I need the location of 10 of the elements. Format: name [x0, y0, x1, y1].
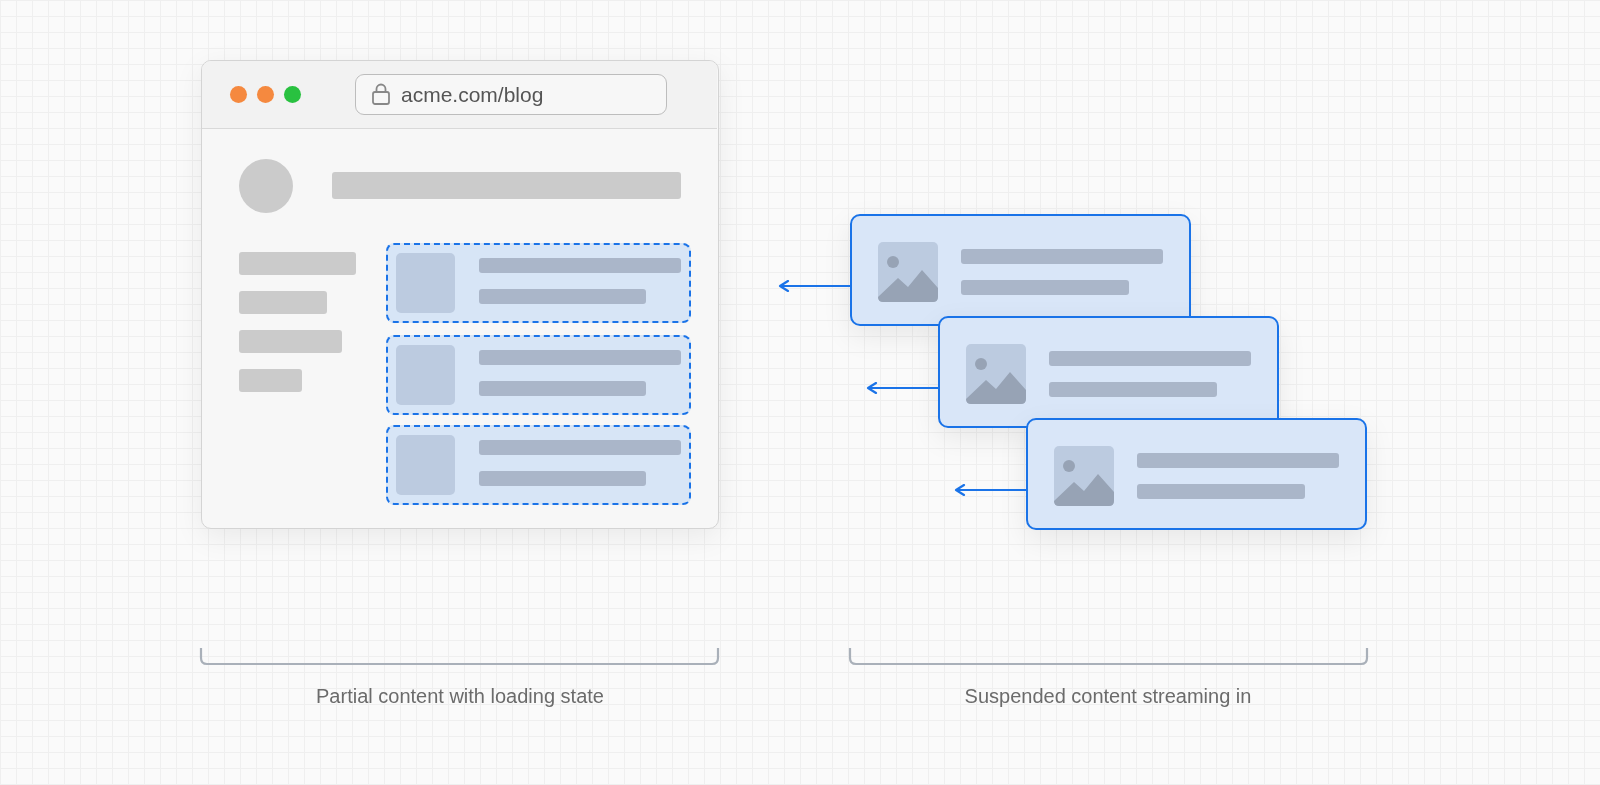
arrow — [954, 483, 1026, 497]
content-card — [850, 214, 1191, 326]
arrow — [866, 381, 938, 395]
arrow — [778, 279, 850, 293]
caption-text: Partial content with loading state — [315, 685, 605, 708]
url-text: acme.com/blog — [401, 83, 544, 107]
content-card — [1026, 418, 1367, 530]
browser-window — [201, 60, 719, 529]
content-card — [938, 316, 1279, 428]
caption-text: Suspended content streaming in — [963, 685, 1253, 708]
